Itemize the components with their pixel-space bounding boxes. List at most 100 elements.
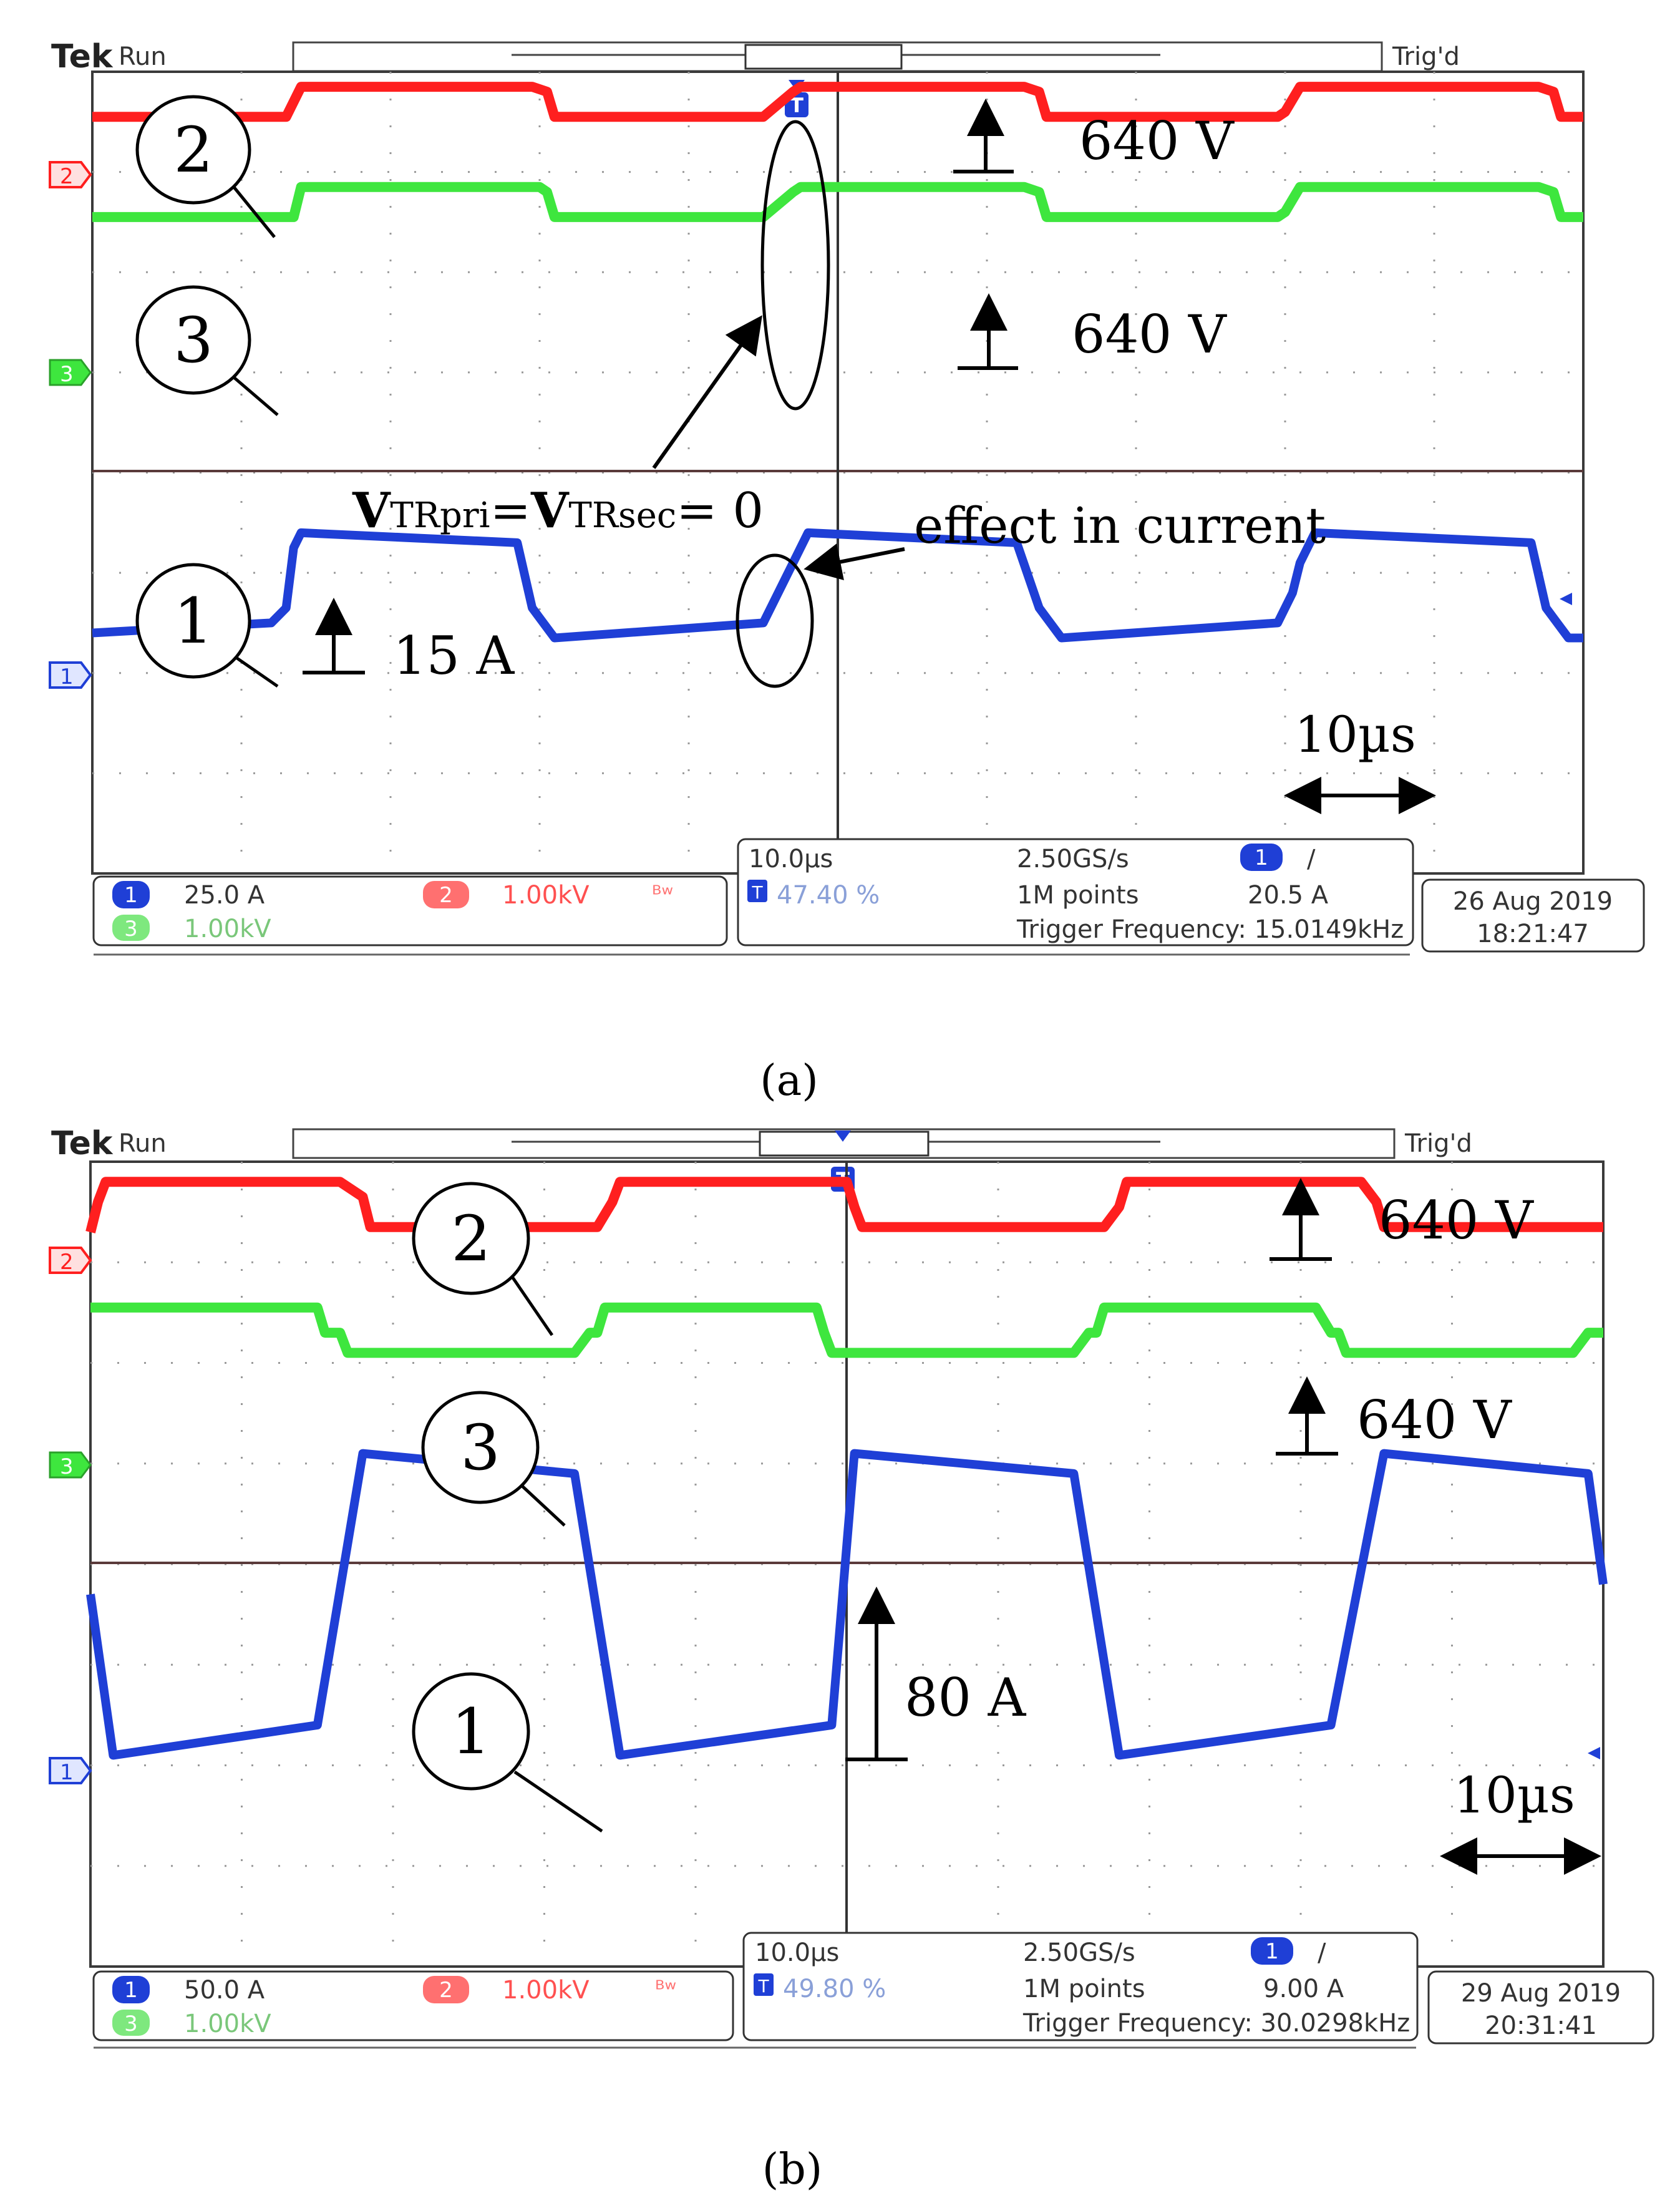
capture-date: 29 Aug 2019 [1461, 1979, 1621, 2008]
svg-text:1: 1 [60, 664, 74, 689]
timebase: 10.0µs [749, 845, 833, 873]
ch3-scale: 1.00kV [184, 2010, 271, 2038]
svg-text:2: 2 [60, 1250, 74, 1275]
effect-arrow [804, 543, 905, 581]
tek-logo: Tek [51, 38, 114, 75]
run-state: Run [119, 1129, 167, 1158]
v2-amplitude-arrow [1270, 1178, 1332, 1261]
i1-amplitude-label: 15 A [393, 625, 515, 686]
ch3-ground-marker: 3 [49, 1451, 92, 1479]
v3-amplitude-arrow [958, 293, 1018, 370]
run-state: Run [119, 42, 167, 71]
trace-ch1 [92, 528, 1583, 643]
zero-voltage-arrow [652, 315, 762, 469]
ch3-ground-marker: 3 [49, 359, 92, 387]
ch1-trigger-level-icon [1588, 1747, 1600, 1759]
svg-text:3: 3 [460, 1411, 500, 1484]
v2-amplitude-label: 640 V [1079, 110, 1235, 172]
marker-2: 2 [135, 95, 276, 238]
trigger-position-icon [835, 1131, 851, 1142]
channel-readout-box [92, 875, 728, 946]
svg-text:1: 1 [60, 1760, 74, 1785]
bandwidth-icon: ᴮʷ [652, 882, 673, 907]
acquisition-readout-box [742, 1932, 1419, 2041]
record-bar [292, 1128, 1396, 1159]
trigger-level: 9.00 A [1263, 1975, 1344, 2003]
ch2-ground-marker: 2 [49, 161, 92, 189]
capture-time: 18:21:47 [1477, 920, 1589, 948]
trigger-slope-icon: ∕ [1307, 845, 1316, 873]
i1-amplitude-label: 80 A [905, 1667, 1027, 1728]
v3-amplitude-label: 640 V [1357, 1389, 1512, 1451]
ch2-ground-marker: 2 [49, 1247, 92, 1275]
capture-date: 26 Aug 2019 [1453, 887, 1613, 916]
svg-text:2: 2 [439, 883, 453, 908]
svg-text:1: 1 [124, 1978, 138, 2003]
zero-voltage-ellipse [760, 120, 830, 411]
trigger-slope-icon: ∕ [1318, 1938, 1326, 1967]
marker-1: 1 [135, 563, 279, 688]
svg-text:1: 1 [1255, 845, 1268, 870]
trig-state: Trig'd [1404, 1129, 1472, 1158]
trace-ch2 [92, 82, 1583, 122]
marker-3: 3 [421, 1391, 566, 1527]
i1-amplitude-arrow [845, 1587, 908, 1761]
svg-text:2: 2 [60, 164, 74, 189]
time-scale-label: 10µs [1454, 1766, 1575, 1824]
trace-ch3 [92, 182, 1583, 222]
scope-panel-a: Tek Run Trig'd T 2 3 1 [49, 38, 1645, 1106]
marker-2: 2 [412, 1182, 554, 1336]
ch1-ground-marker: 1 [49, 1757, 92, 1785]
trig-state: Trig'd [1392, 42, 1460, 71]
bandwidth-icon: ᴮʷ [655, 1977, 676, 2002]
svg-text:1: 1 [124, 883, 138, 908]
datetime-box [1421, 878, 1645, 953]
i1-amplitude-arrow [303, 598, 365, 674]
trigger-position: 49.80 % [783, 1975, 886, 2003]
svg-text:3: 3 [124, 917, 138, 941]
marker-1: 1 [412, 1672, 603, 1833]
effect-label: effect in current [914, 497, 1326, 555]
v3-amplitude-arrow [1276, 1376, 1338, 1456]
time-scale-label: 10µs [1294, 706, 1416, 764]
svg-text:2: 2 [439, 1978, 453, 2003]
capture-time: 20:31:41 [1485, 2011, 1597, 2040]
ch1-scale: 25.0 A [184, 881, 265, 910]
ch2-scale: 1.00kV [502, 1976, 590, 2005]
scope-panel-b: Tek Run Trig'd T 2 3 1 2 [49, 1125, 1654, 2194]
datetime-box [1427, 1970, 1654, 2045]
effect-ellipse [736, 553, 814, 688]
svg-text:3: 3 [60, 1454, 74, 1479]
record-points: 1M points [1017, 881, 1139, 910]
svg-text:2: 2 [451, 1202, 491, 1275]
record-points: 1M points [1023, 1975, 1145, 2003]
record-window [744, 44, 903, 70]
trigger-position: 47.40 % [777, 881, 880, 910]
v2-amplitude-label: 640 V [1379, 1190, 1534, 1251]
zero-voltage-label: VTRpri=VTRsec= 0 [352, 482, 764, 539]
trigger-frequency: Trigger Frequency: 15.0149kHz [1016, 915, 1404, 944]
sample-rate: 2.50GS/s [1023, 1938, 1135, 1967]
trigger-frequency: Trigger Frequency: 30.0298kHz [1022, 2009, 1410, 2038]
trace-ch1 [86, 1449, 1608, 1760]
marker-3: 3 [135, 285, 279, 416]
panel-caption: (a) [760, 1056, 818, 1106]
v3-amplitude-label: 640 V [1072, 304, 1227, 365]
svg-text:1: 1 [1265, 1939, 1279, 1964]
timebase: 10.0µs [755, 1938, 839, 1967]
sample-rate: 2.50GS/s [1017, 845, 1129, 873]
ch1-ground-marker: 1 [49, 661, 92, 689]
tek-logo: Tek [51, 1125, 114, 1162]
svg-text:3: 3 [124, 2011, 138, 2036]
svg-text:T: T [757, 1976, 769, 1996]
svg-text:3: 3 [173, 304, 213, 377]
svg-text:1: 1 [173, 585, 213, 658]
trigger-level: 20.5 A [1248, 881, 1329, 910]
trace-ch3 [90, 1302, 1603, 1358]
trace-ch2 [85, 1177, 1603, 1233]
ch2-scale: 1.00kV [502, 881, 590, 910]
svg-text:1: 1 [451, 1695, 491, 1768]
ch1-trigger-level-icon [1560, 593, 1572, 605]
svg-text:T: T [790, 94, 804, 117]
